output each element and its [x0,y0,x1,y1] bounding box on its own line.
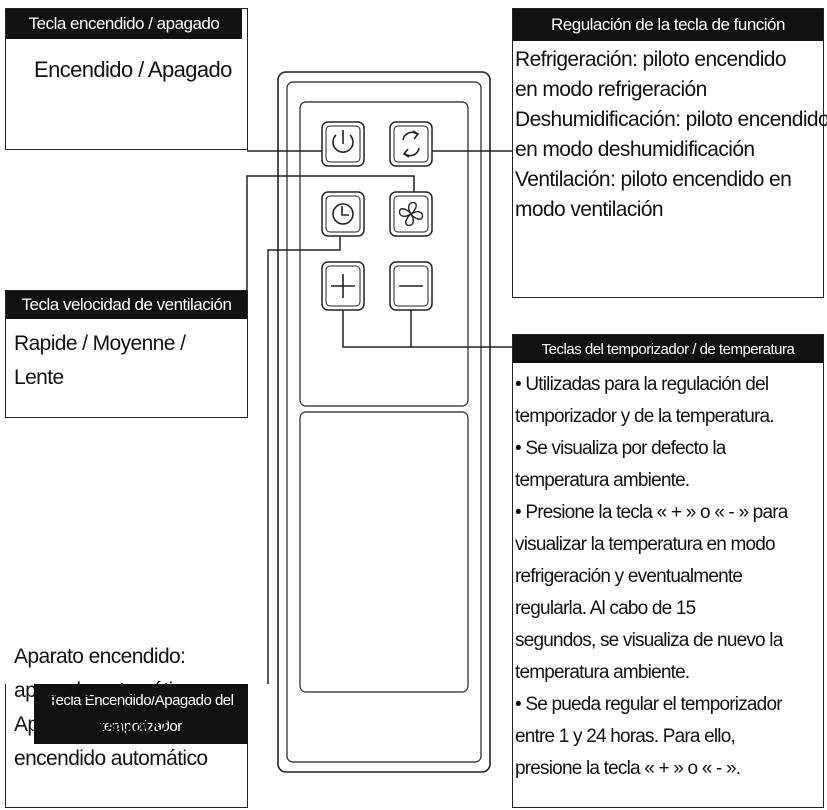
fan-speed-title: Tecla velocidad de ventilación [6,291,247,319]
mode-button[interactable] [389,121,433,167]
function-key-text: Refrigeración: piloto encendido en modo … [513,41,827,225]
timer-temperature-text: • Utilizadas para la regulación del temp… [513,363,823,785]
power-key-title: Tecla encendido / apagado [6,9,242,39]
fan-speed-box: Tecla velocidad de ventilación Rapide / … [5,290,248,418]
power-key-text: Encendido / Apagado [6,39,247,83]
timer-temp-line: • Presione la tecla « + » o « - » para [515,502,788,523]
fan-speed-line: Rapide / Moyenne / [14,332,186,355]
mode-cycle-icon [402,130,420,158]
fan-button[interactable] [389,191,433,237]
timer-temp-line: • Se pueda regular el temporizador [515,694,783,715]
fan-icon [398,201,424,227]
timer-temp-line: • Utilizadas para la regulación del [515,374,769,395]
fan-speed-line: Lente [14,366,64,389]
timer-onoff-line: Aparato encendido: [14,645,186,668]
connector-lines [246,150,512,684]
function-line: Deshumidificación: piloto encendido [515,108,827,131]
timer-clock-icon [332,203,354,225]
timer-onoff-line: Aparato apagado: [14,713,172,736]
function-line: Refrigeración: piloto encendido [515,48,787,71]
function-line: modo ventilación [515,198,664,221]
minus-button[interactable] [389,261,433,311]
remote-inner-edge [286,81,482,763]
timer-temp-line: temporizador y de la temperatura. [515,406,775,427]
timer-temp-line: temperatura ambiente. [515,662,690,683]
timer-onoff-title-line1: Tecla Encendido/Apagado del [48,692,235,709]
power-key-box: Tecla encendido / apagado Encendido / Ap… [5,8,248,150]
power-icon [332,130,354,153]
timer-temp-line: segundos, se visualiza de nuevo la [515,630,783,651]
plus-button[interactable] [321,261,365,311]
timer-onoff-title: Tecla Encendido/Apagado del temporizador [34,684,248,744]
timer-temp-line: refrigeración y eventualmente [515,566,743,587]
function-key-title: Regulación de la tecla de función [513,9,823,41]
function-key-box: Regulación de la tecla de función Refrig… [512,8,827,298]
plus-icon [331,274,355,298]
timer-onoff-description: Aparato encendido: apagado automático Ap… [14,640,248,776]
power-key-line: Encendido / Apagado [34,57,232,82]
timer-temp-line: entre 1 y 24 horas. Para ello, [515,726,736,747]
power-button[interactable] [321,121,365,167]
function-line: Ventilación: piloto encendido en [515,168,792,191]
timer-temp-line: visualizar la temperatura en modo [515,534,776,555]
remote-body [277,71,491,773]
timer-temperature-box: Teclas del temporizador / de temperatura… [512,334,824,808]
timer-temp-line: presione la tecla « + » o « - ». [515,758,741,779]
timer-onoff-line: apagado automático [14,679,194,702]
timer-onoff-title-line2: temporizador [100,718,182,735]
timer-button[interactable] [321,191,365,237]
function-line: en modo deshumidificación [515,138,755,161]
display-window [299,411,469,693]
timer-temp-line: • Se visualiza por defecto la [515,438,726,459]
timer-temp-line: regularla. Al cabo de 15 [515,598,696,619]
timer-onoff-line: encendido automático [14,747,208,770]
function-line: en modo refrigeración [515,78,707,101]
fan-speed-text: Rapide / Moyenne / Lente [6,319,247,395]
button-panel [299,101,469,407]
timer-temp-line: temperatura ambiente. [515,470,690,491]
timer-temperature-title: Teclas del temporizador / de temperatura [513,335,823,363]
